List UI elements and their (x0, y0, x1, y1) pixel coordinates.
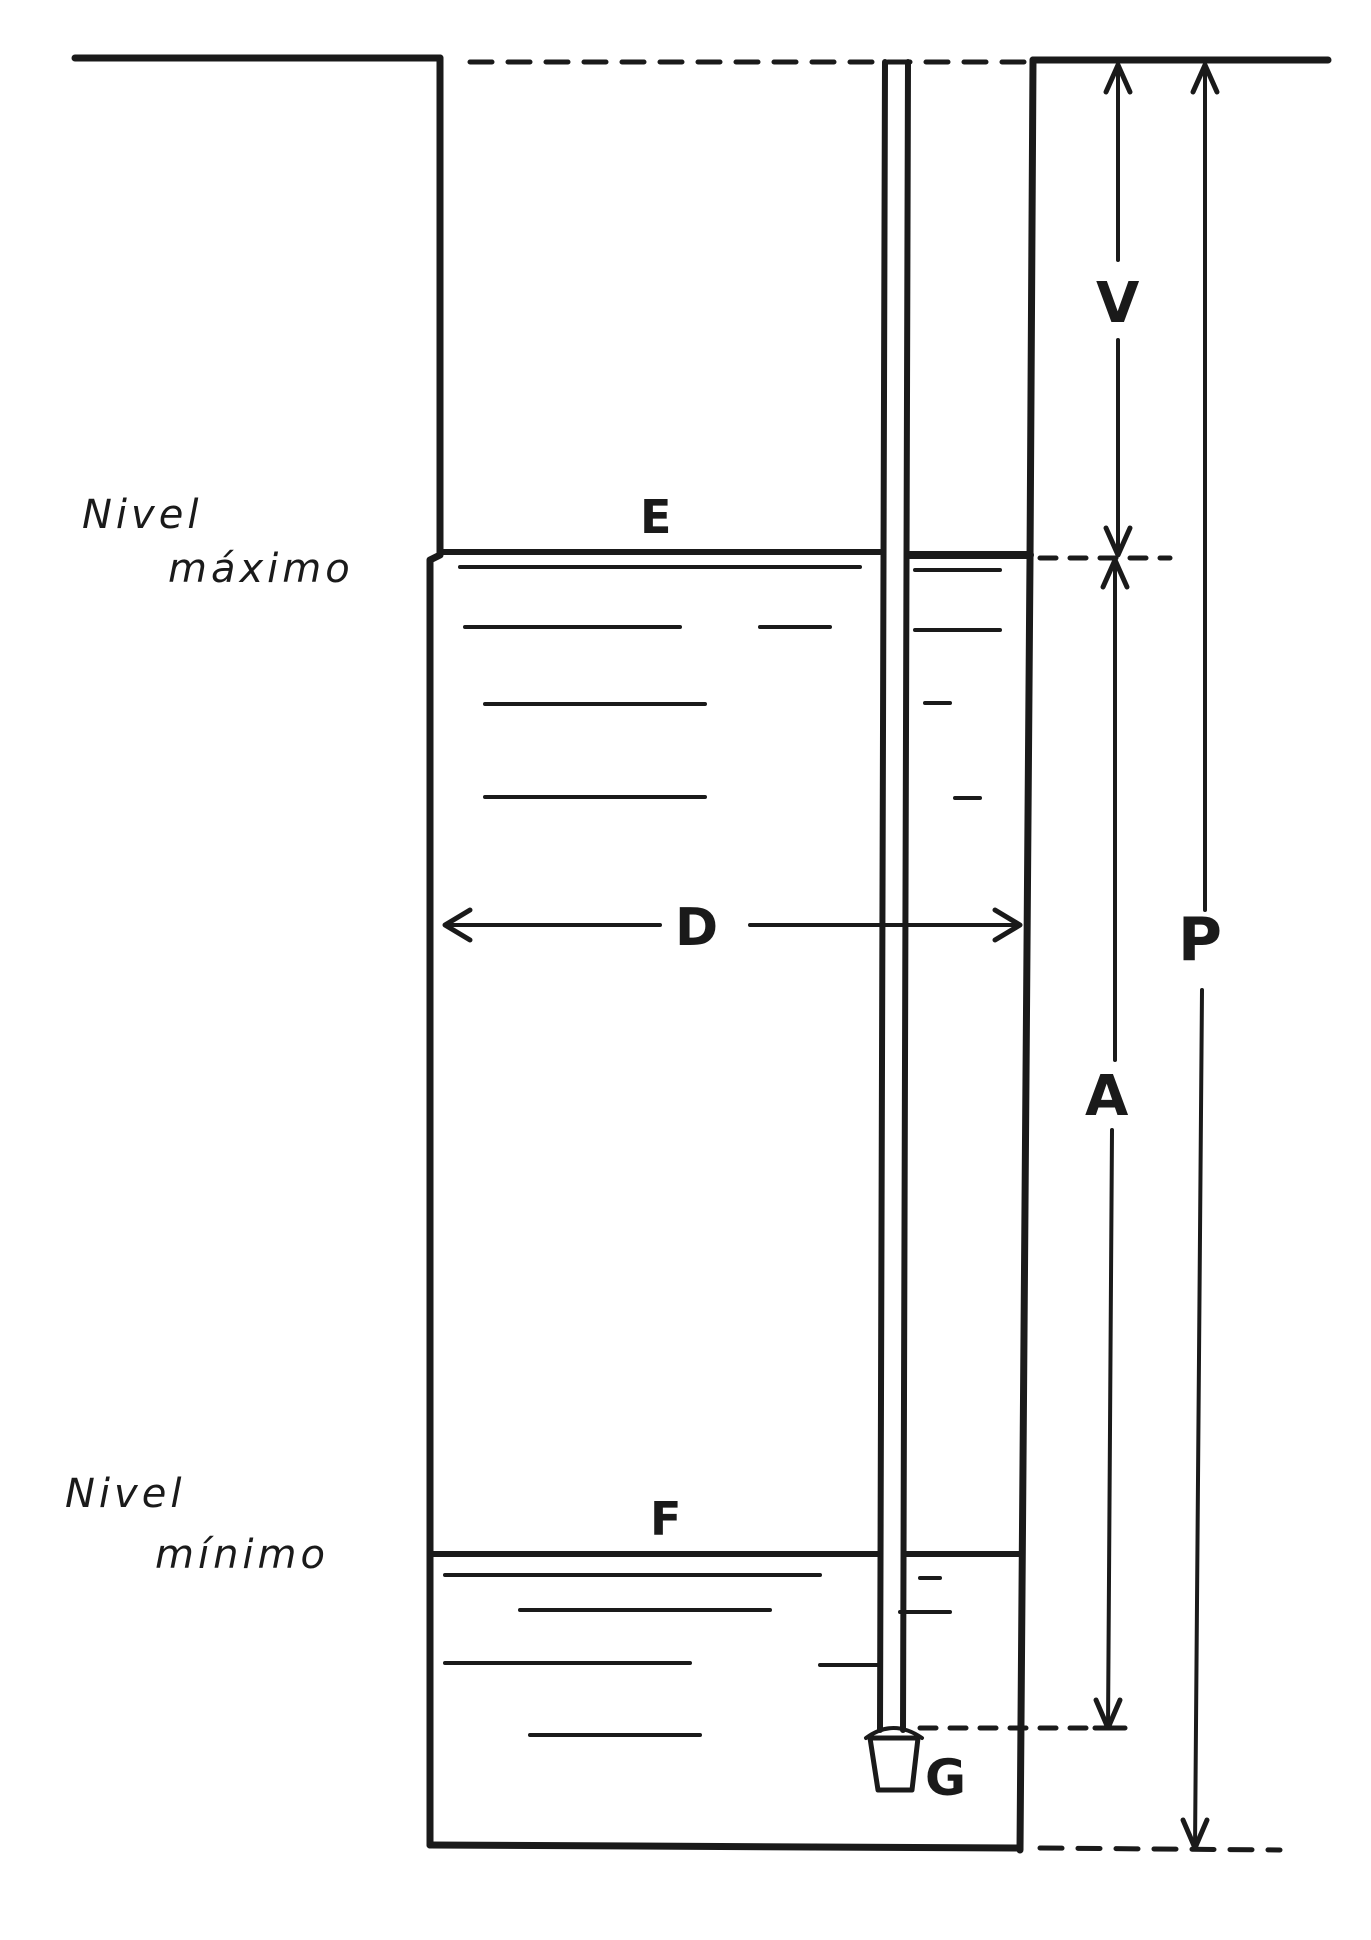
foot-valve (867, 1735, 921, 1793)
well-wall-left (426, 54, 444, 1849)
p-arrow (1193, 63, 1207, 1850)
pump-pipe-right (900, 59, 911, 1733)
label-f: F (650, 1492, 681, 1546)
water-marks-upper (458, 565, 1002, 800)
min-level-label-line2: mínimo (155, 1532, 329, 1578)
min-level-label-line1: Nivel (65, 1471, 185, 1517)
label-v: V (1096, 271, 1140, 336)
label-g: G (925, 1749, 966, 1807)
water-marks-lower (443, 1573, 952, 1737)
max-level-label-line1: Nivel (82, 492, 202, 538)
a-arrow (1106, 558, 1117, 1730)
label-d: D (675, 898, 718, 958)
label-p: P (1178, 905, 1222, 975)
pump-pipe-left (877, 59, 888, 1733)
bottom-dashed-line (1037, 1845, 1283, 1853)
label-e: E (640, 490, 671, 544)
label-a: A (1085, 1064, 1129, 1129)
well-bottom (426, 1841, 1024, 1852)
max-level-label-line2: máximo (168, 546, 354, 592)
well-wall-right (1016, 56, 1037, 1854)
